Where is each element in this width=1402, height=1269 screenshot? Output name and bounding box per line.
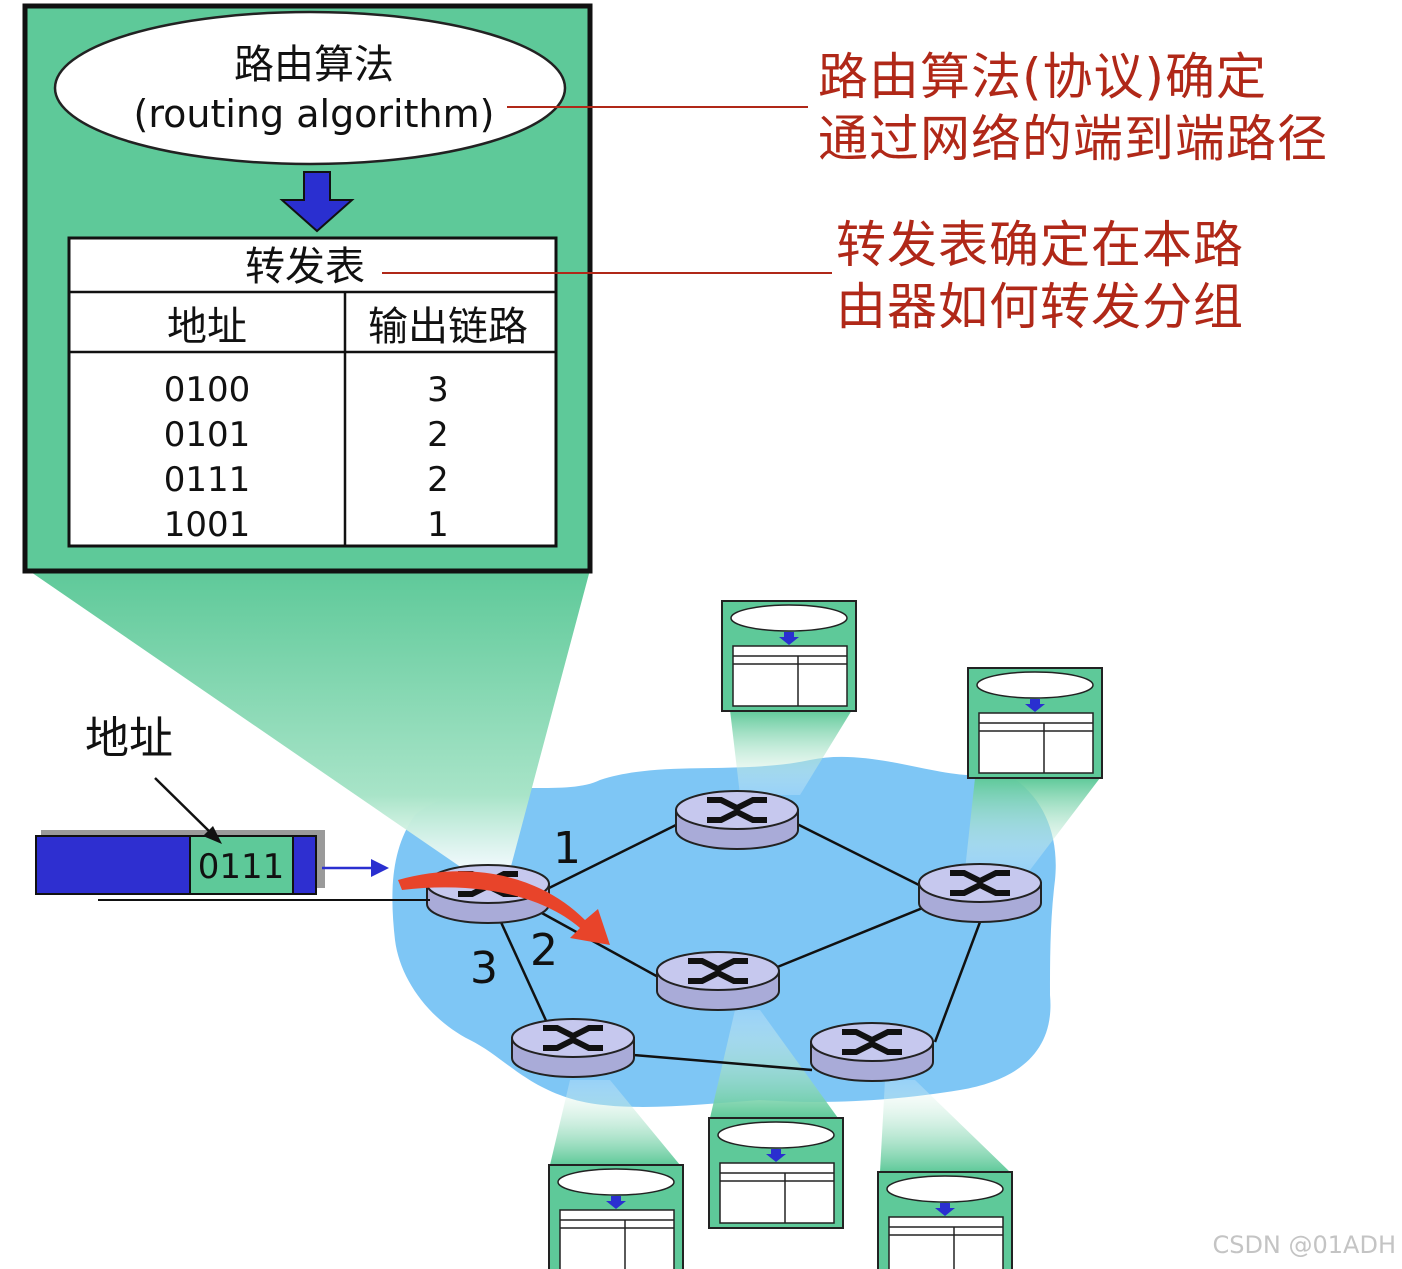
algorithm-subtitle: (routing algorithm)	[134, 92, 495, 136]
link-label-3: 3	[470, 943, 498, 994]
router-icon[interactable]	[811, 1023, 933, 1081]
mini-router-panel	[877, 1171, 1013, 1269]
router-icon[interactable]	[657, 952, 779, 1010]
routing-note: 路由算法(协议)确定 通过网络的端到端路径	[818, 46, 1328, 170]
beam-main	[28, 570, 590, 870]
table-row-address: 1001	[164, 505, 251, 545]
packet-header-value: 0111	[198, 847, 285, 887]
mini-router-panel	[721, 600, 857, 712]
packet-arrow-icon	[322, 859, 389, 877]
table-row-link: 1	[427, 505, 449, 545]
routing-note-line2: 通过网络的端到端路径	[818, 110, 1328, 168]
link-label-2: 2	[530, 925, 558, 976]
forwarding-note-line1: 转发表确定在本路	[836, 216, 1244, 274]
beam-bottom-right	[880, 1080, 1010, 1172]
down-arrow-icon	[279, 171, 355, 233]
beam-bottom-mid	[710, 1010, 838, 1118]
packet-address-label: 地址	[85, 713, 173, 764]
table-row-link: 2	[427, 415, 449, 455]
mini-router-panel	[967, 667, 1103, 779]
network-links	[498, 821, 982, 1072]
col-header-address: 地址	[167, 304, 247, 350]
forwarding-note: 转发表确定在本路 由器如何转发分组	[836, 214, 1244, 338]
table-title: 转发表	[245, 244, 365, 290]
algorithm-title: 路由算法	[234, 42, 394, 88]
watermark: CSDN @01ADH	[1212, 1231, 1396, 1259]
table-row-link: 2	[427, 460, 449, 500]
col-header-link: 输出链路	[368, 304, 528, 350]
beam-top-right	[965, 778, 1100, 870]
address-pointer-icon	[154, 777, 222, 844]
router-icon[interactable]	[919, 864, 1041, 922]
forwarding-table	[67, 236, 558, 548]
routing-note-line1: 路由算法(协议)确定	[818, 48, 1268, 106]
routing-algorithm-ellipse	[53, 10, 567, 166]
table-row-link: 3	[427, 370, 449, 410]
beam-bottom-left	[550, 1080, 680, 1165]
link-label-1: 1	[553, 823, 581, 874]
mini-router-panel	[548, 1164, 684, 1269]
router-detail-panel: 路由算法 (routing algorithm) 转发表 地址 输出链路 010…	[22, 3, 593, 574]
router-icon[interactable]	[512, 1019, 634, 1077]
forwarding-note-line2: 由器如何转发分组	[836, 278, 1244, 336]
beam-top-left	[730, 710, 852, 795]
packet: 0111	[35, 830, 325, 895]
table-row-address: 0111	[164, 460, 251, 500]
mini-router-panel	[708, 1117, 844, 1229]
table-row-address: 0100	[164, 370, 251, 410]
forwarding-arrow-icon	[398, 871, 610, 945]
table-row-address: 0101	[164, 415, 251, 455]
router-icon[interactable]	[676, 791, 798, 849]
